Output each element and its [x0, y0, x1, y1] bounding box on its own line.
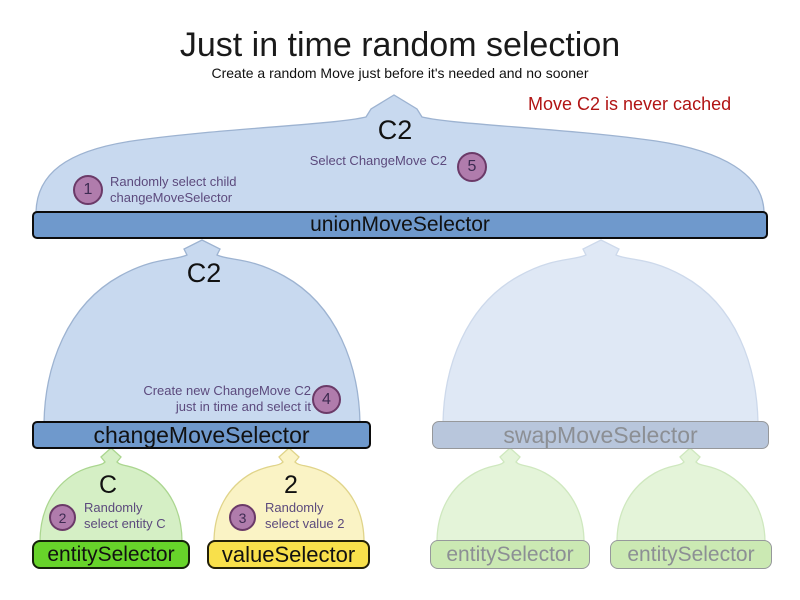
step-2-line2: select entity C: [84, 516, 166, 531]
value-selector-bar: valueSelector: [207, 540, 370, 569]
step-4-line2: just in time and select it: [175, 399, 311, 414]
move-label-change-c2: C2: [186, 258, 222, 288]
entity-faded-funnel-shape-1: [436, 447, 585, 543]
step-1-annotation: Randomly select child changeMoveSelector: [110, 174, 236, 206]
change-move-selector-bar: changeMoveSelector: [32, 421, 371, 449]
step-4-annotation: Create new ChangeMove C2 just in time an…: [143, 383, 311, 415]
swap-move-selector-bar: swapMoveSelector: [432, 421, 769, 449]
move-label-entity-c: C: [98, 471, 118, 499]
change-funnel-shape: [43, 239, 361, 424]
step-1-line2: changeMoveSelector: [110, 190, 233, 205]
step-4-line1: Create new ChangeMove C2: [143, 383, 311, 398]
step-3-line2: select value 2: [265, 516, 345, 531]
entity-faded-funnel-shape-2: [616, 447, 766, 543]
entity-selector-faded-bar-1: entitySelector: [430, 540, 590, 569]
step-4-badge: 4: [312, 385, 341, 414]
step-2-badge: 2: [49, 504, 76, 531]
step-1-badge: 1: [73, 175, 103, 205]
union-move-selector-bar: unionMoveSelector: [32, 211, 768, 239]
union-funnel-shape: [35, 94, 765, 213]
step-2-annotation: Randomly select entity C: [84, 500, 166, 532]
cache-note: Move C2 is never cached: [528, 94, 732, 114]
entity-selector-faded-bar-2: entitySelector: [610, 540, 772, 569]
entity-selector-bar: entitySelector: [32, 540, 190, 569]
step-3-badge: 3: [229, 504, 256, 531]
step-3-line1: Randomly: [265, 500, 324, 515]
swap-funnel-shape: [442, 239, 759, 424]
page-title: Just in time random selection: [179, 26, 621, 64]
step-1-line1: Randomly select child: [110, 174, 237, 189]
step-5-annotation: Select ChangeMove C2: [309, 153, 447, 168]
step-2-line1: Randomly: [84, 500, 143, 515]
step-5-badge: 5: [457, 152, 487, 182]
move-label-union-c2: C2: [377, 115, 413, 145]
move-label-value-2: 2: [284, 471, 298, 499]
page-subtitle: Create a random Move just before it's ne…: [211, 65, 589, 81]
step-3-annotation: Randomly select value 2: [265, 500, 345, 532]
